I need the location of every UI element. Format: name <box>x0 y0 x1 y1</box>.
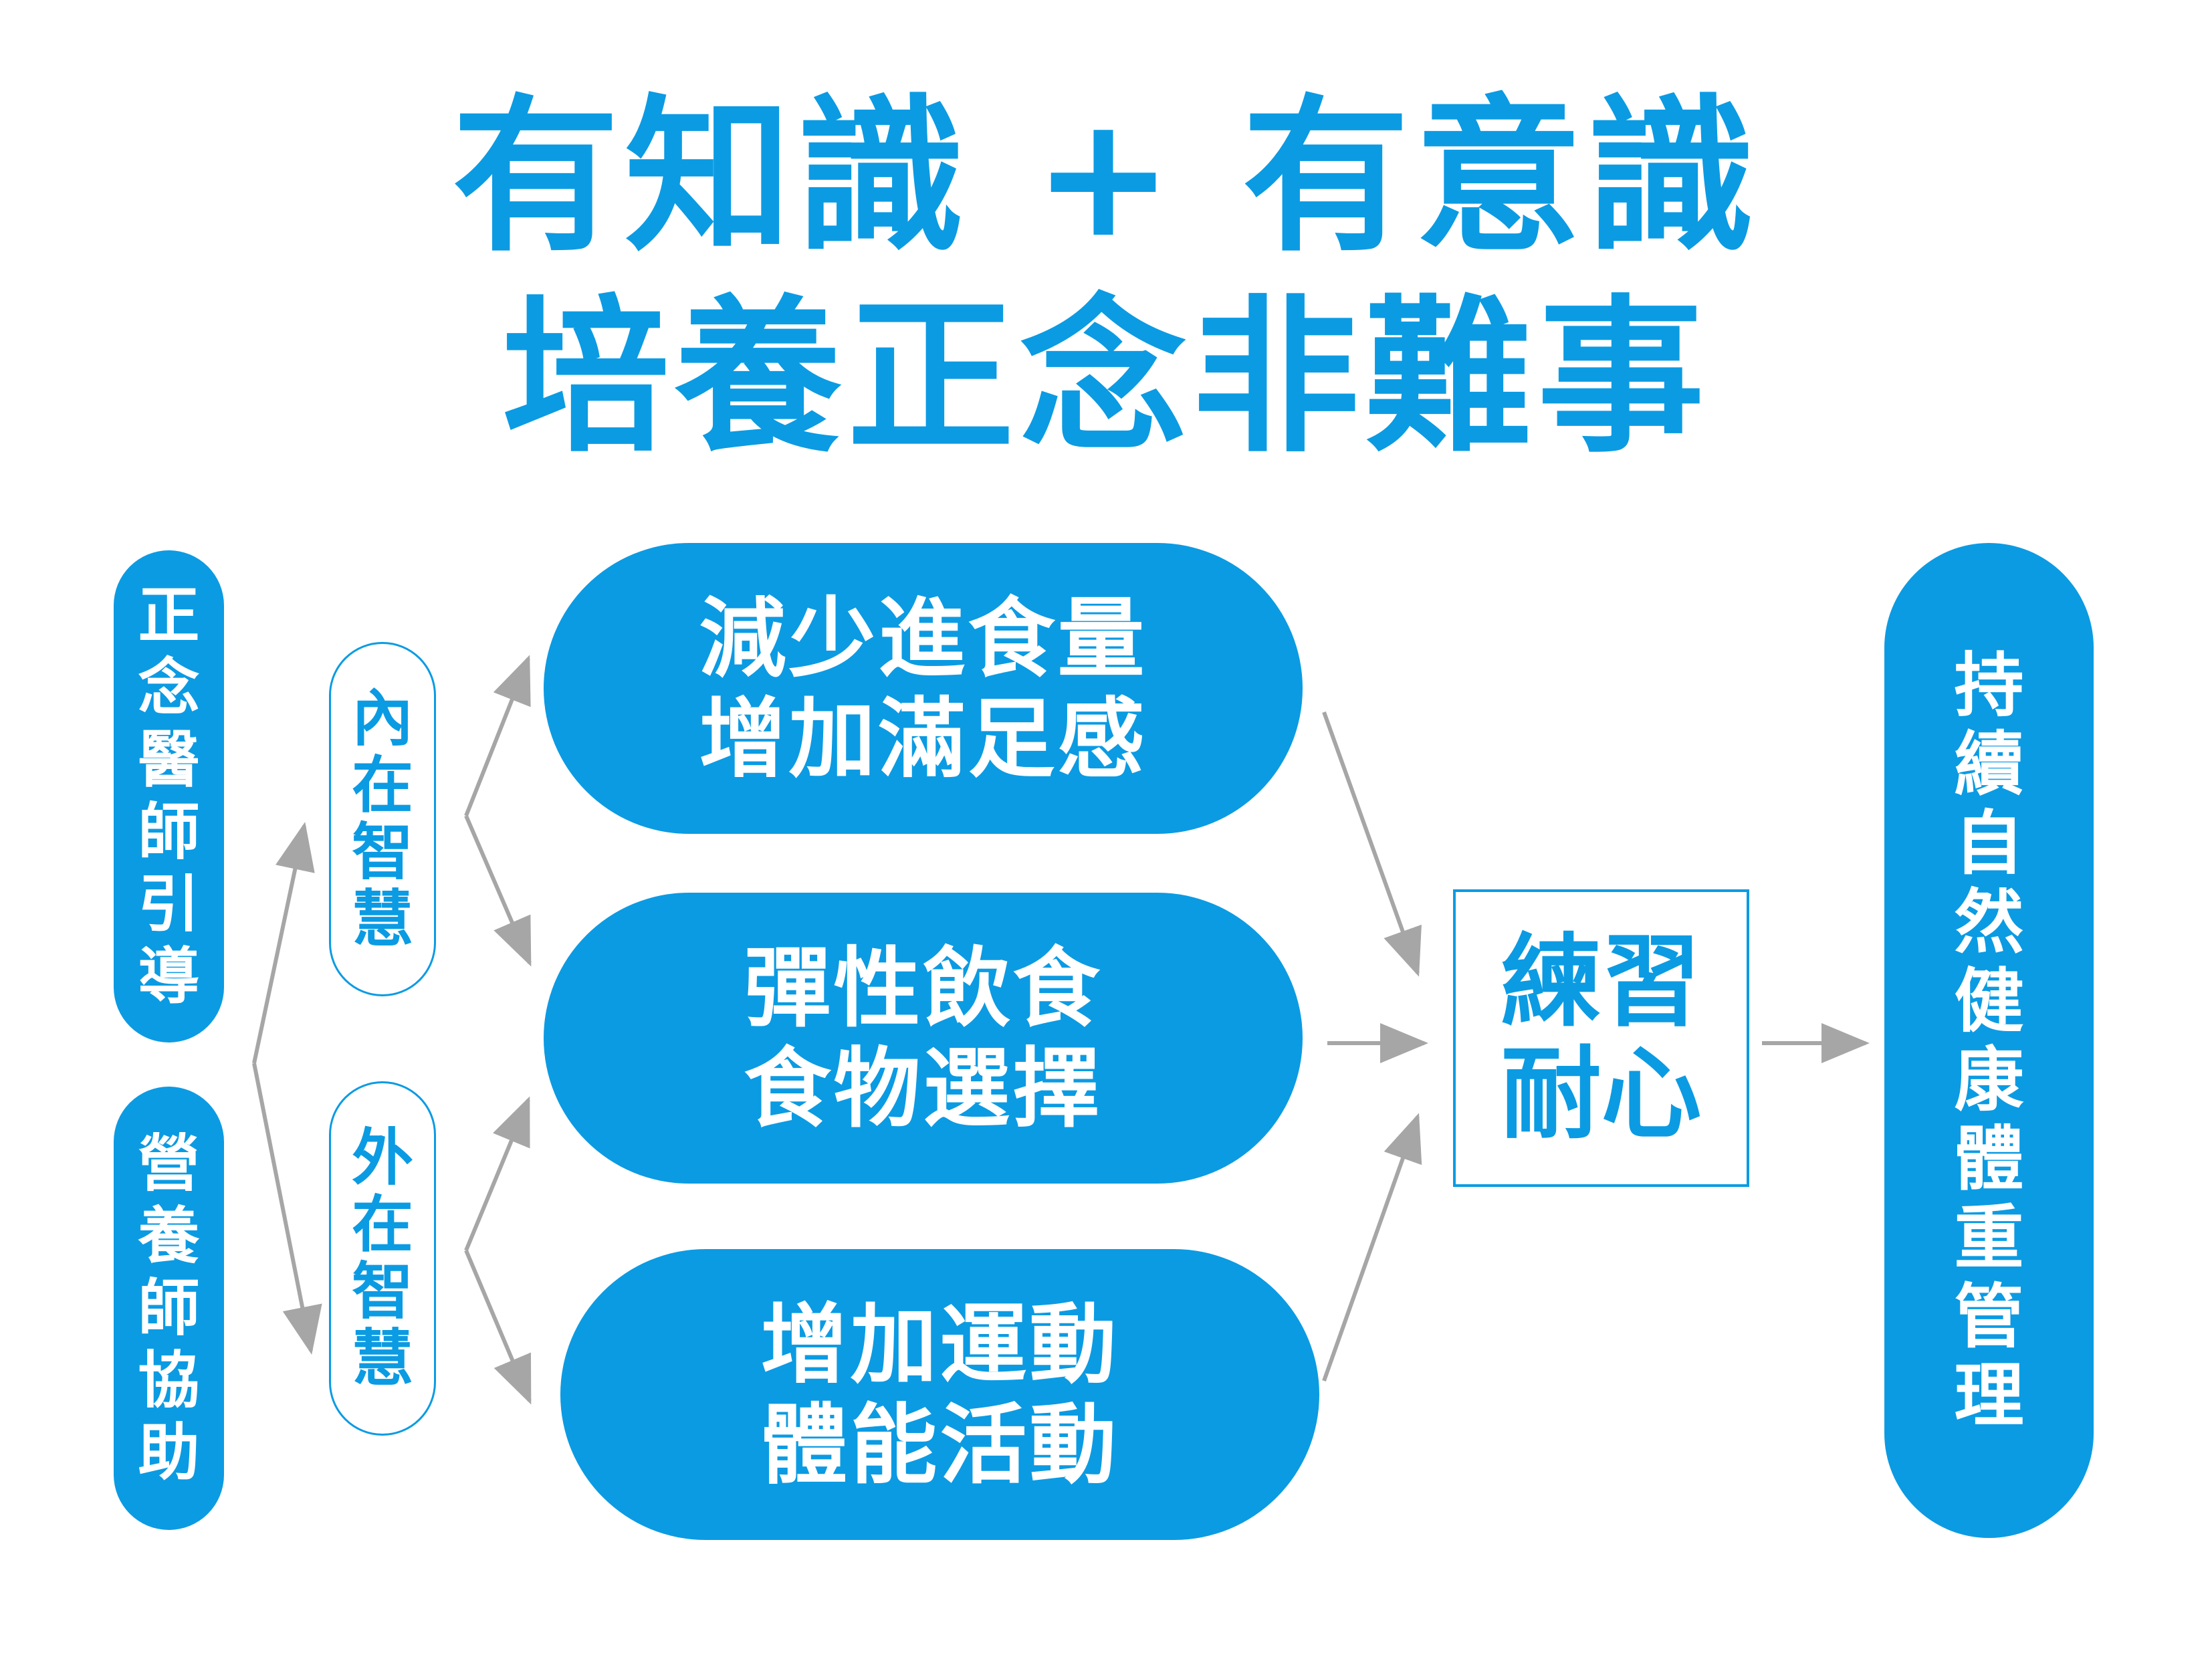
vertical-char: 康 <box>1954 1039 2024 1121</box>
action-line-2: 食物選擇 <box>744 1037 1103 1139</box>
action-line-2: 體能活動 <box>760 1394 1119 1496</box>
vertical-char: 然 <box>1954 881 2024 963</box>
vertical-char: 醫 <box>138 724 200 796</box>
vertical-char: 外 <box>351 1122 413 1194</box>
vertical-char: 體 <box>1954 1118 2024 1200</box>
arrow-fork-to-inner <box>252 822 315 1064</box>
vertical-char: 協 <box>138 1344 200 1416</box>
vertical-char: 重 <box>1954 1197 2024 1279</box>
outer-wisdom-node: 外在智慧 <box>329 1081 436 1436</box>
action-line-1: 增加運動 <box>760 1293 1119 1396</box>
vertical-text: 內在智慧 <box>352 685 413 953</box>
title-line-2: 培養正念非難事 <box>502 280 1710 475</box>
vertical-char: 師 <box>138 796 200 868</box>
vertical-char: 健 <box>1954 960 2024 1042</box>
inner-wisdom-node: 內在智慧 <box>329 642 436 996</box>
vertical-char: 持 <box>1954 645 2024 726</box>
vertical-char: 智 <box>351 816 413 888</box>
vertical-char: 智 <box>351 1256 413 1327</box>
arrow-inner-to-pill1 <box>464 655 531 817</box>
title-line-1: 有知識 + 有意識 <box>452 80 1760 274</box>
action-line-2: 增加滿足感 <box>699 687 1147 790</box>
source-mindfulness-doctor: 正念醫師引導 <box>114 550 224 1042</box>
vertical-text: 營養師協助 <box>138 1128 199 1489</box>
vertical-char: 引 <box>138 869 200 940</box>
arrow-inner-to-pill2 <box>464 814 532 967</box>
vertical-text: 持續自然健康體重管理 <box>1954 646 2023 1435</box>
vertical-char: 慧 <box>351 883 413 955</box>
practice-patience-node: 練習 耐心 <box>1453 889 1749 1187</box>
source-nutritionist: 營養師協助 <box>114 1087 224 1530</box>
action-reduce-intake: 減少進食量 增加滿足感 <box>544 543 1303 834</box>
arrow-outer-to-pill2 <box>464 1096 530 1252</box>
vertical-char: 養 <box>138 1200 200 1272</box>
vertical-char: 念 <box>138 652 200 724</box>
action-line-1: 彈性飲食 <box>744 937 1103 1039</box>
vertical-char: 理 <box>1954 1355 2024 1436</box>
arrow-pill1-to-practice <box>1322 711 1422 977</box>
arrow-pill3-to-practice <box>1322 1113 1422 1382</box>
vertical-char: 營 <box>138 1127 200 1200</box>
practice-line-2: 耐心 <box>1501 1036 1702 1153</box>
vertical-char: 慧 <box>351 1323 413 1394</box>
vertical-char: 在 <box>351 1189 413 1260</box>
result-weight-management: 持續自然健康體重管理 <box>1884 543 2094 1538</box>
vertical-char: 導 <box>138 941 200 1012</box>
vertical-char: 續 <box>1954 724 2024 805</box>
arrow-fork-to-outer <box>252 1063 322 1355</box>
vertical-char: 師 <box>138 1272 200 1344</box>
vertical-char: 自 <box>1954 802 2024 884</box>
action-line-1: 減少進食量 <box>699 587 1147 689</box>
action-increase-exercise: 增加運動 體能活動 <box>560 1249 1319 1540</box>
vertical-char: 助 <box>138 1416 200 1488</box>
practice-line-1: 練習 <box>1501 923 1702 1040</box>
vertical-char: 在 <box>351 750 413 821</box>
arrow-outer-to-pill3 <box>464 1249 532 1405</box>
action-flexible-eating: 彈性飲食 食物選擇 <box>544 893 1303 1184</box>
vertical-text: 外在智慧 <box>352 1125 413 1392</box>
vertical-text: 正念醫師引導 <box>138 580 199 1013</box>
vertical-char: 正 <box>138 580 200 651</box>
vertical-char: 管 <box>1954 1276 2024 1357</box>
vertical-char: 內 <box>351 683 413 754</box>
